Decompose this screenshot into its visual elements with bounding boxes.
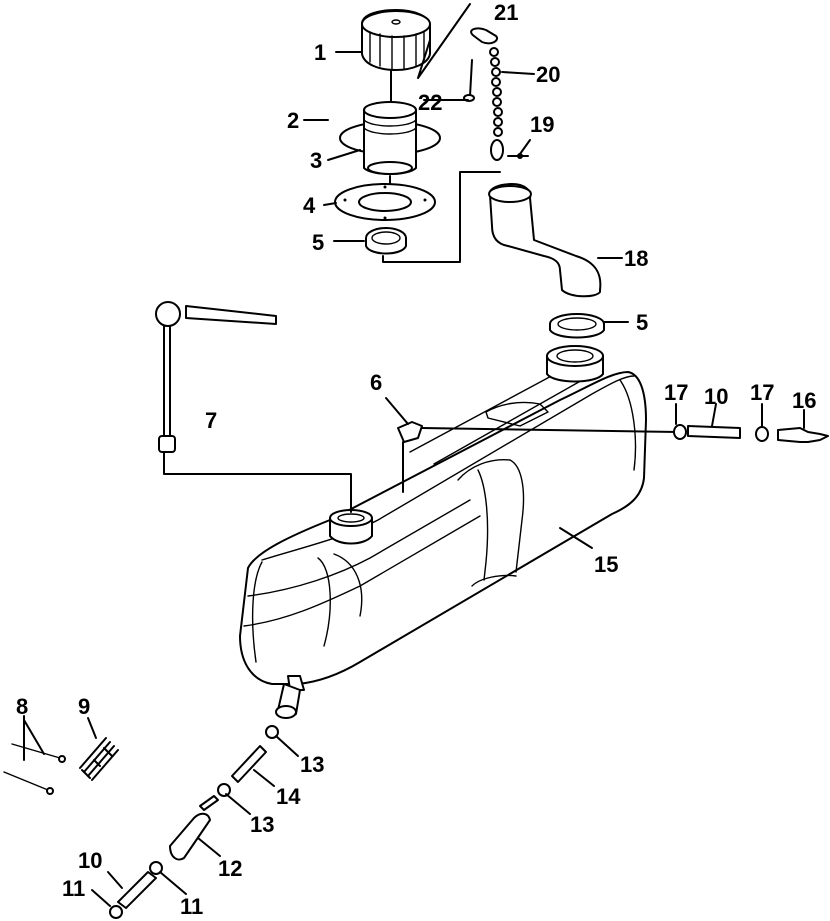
callout-10-vent: 10: [704, 384, 728, 409]
callout-9: 9: [78, 694, 90, 719]
callout-8: 8: [16, 694, 28, 719]
fuel-tank: [239, 365, 647, 691]
leader-lines: [23, 51, 805, 907]
fuel-sender: [155, 301, 277, 453]
vent-hose-assembly: [673, 424, 829, 443]
callout-12: 12: [218, 856, 242, 881]
tether-leader: [417, 3, 471, 79]
callout-17-right: 17: [750, 380, 774, 405]
tank-filler-neck: [546, 345, 604, 383]
fuel-outlet: [275, 683, 301, 719]
spring: [79, 737, 119, 781]
callout-5-upper: 5: [312, 230, 324, 255]
tether-screw: [463, 59, 475, 102]
callout-22: 22: [418, 90, 442, 115]
clamp-lower: [549, 313, 605, 339]
clamp-11-upper: [149, 861, 163, 875]
callout-6: 6: [370, 370, 382, 395]
callout-labels: 1 2 3 4 5 5 6 7 8 9 10 10 11 11 12 13 13…: [16, 0, 816, 919]
vent-fitting: [397, 421, 679, 493]
callout-20: 20: [536, 62, 560, 87]
callout-21: 21: [494, 0, 518, 25]
callout-10-line: 10: [78, 848, 102, 873]
rivet: [507, 153, 529, 159]
fitting: [199, 795, 219, 811]
fuel-line-10-lower: [117, 871, 157, 909]
filler-elbow-hose: [488, 183, 602, 298]
cap-tether: [470, 27, 504, 161]
callout-5-lower: 5: [636, 310, 648, 335]
callout-13-upper: 13: [300, 752, 324, 777]
callout-13-lower: 13: [250, 812, 274, 837]
callout-1: 1: [314, 40, 326, 65]
callout-11-right: 11: [180, 894, 203, 919]
gasket: [334, 183, 436, 221]
callout-3: 3: [310, 148, 322, 173]
clamp-11-lower: [109, 905, 123, 919]
callout-15: 15: [594, 552, 618, 577]
callout-17-left: 17: [664, 380, 688, 405]
cable-ties: [3, 743, 66, 795]
callout-18: 18: [624, 246, 648, 271]
clamp-13-upper: [265, 725, 279, 739]
callout-19: 19: [530, 112, 554, 137]
fuel-line-14: [231, 745, 267, 783]
callout-7: 7: [205, 408, 217, 433]
clamp-13-lower: [217, 783, 231, 797]
fuel-cap: [361, 9, 431, 71]
clamp-upper: [365, 227, 407, 255]
callout-14: 14: [276, 784, 301, 809]
callout-2: 2: [287, 108, 299, 133]
hose-route-line: [382, 171, 501, 263]
callout-16: 16: [792, 388, 816, 413]
sender-leader: [163, 451, 352, 513]
callout-4: 4: [303, 193, 316, 218]
filler-neck: [339, 101, 441, 175]
fuel-filter: [169, 812, 211, 861]
tank-sender-port: [329, 509, 373, 545]
callout-11-left: 11: [62, 876, 85, 901]
